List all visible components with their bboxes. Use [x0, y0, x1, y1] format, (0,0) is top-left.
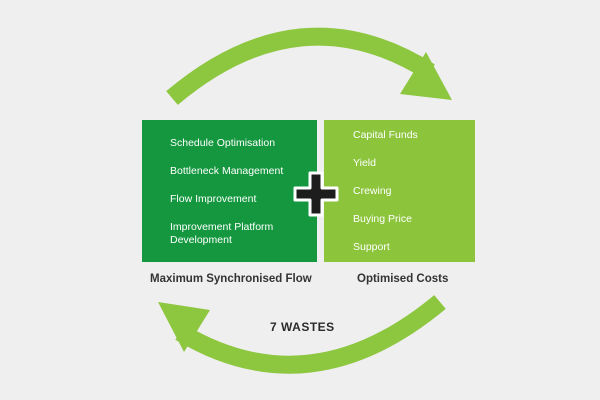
right-item: Yield: [353, 157, 376, 169]
wastes-label: 7 WASTES: [270, 320, 335, 334]
left-item: Bottleneck Management: [170, 165, 284, 177]
left-item: Improvement Platform Development: [170, 221, 274, 246]
right-item: Buying Price: [353, 213, 412, 225]
left-caption: Maximum Synchronised Flow: [150, 273, 312, 285]
left-item: Flow Improvement: [170, 193, 257, 205]
left-box: Schedule Optimisation Bottleneck Managem…: [142, 120, 317, 262]
right-item: Crewing: [353, 185, 392, 197]
arrow-cycle-top-icon: [166, 27, 452, 105]
plus-icon: [293, 171, 339, 217]
left-item: Schedule Optimisation: [170, 137, 276, 149]
right-item: Support: [353, 241, 390, 253]
right-box: Capital Funds Yield Crewing Buying Price…: [324, 120, 475, 262]
right-caption: Optimised Costs: [357, 273, 449, 285]
arrow-cycle-bottom-icon: [158, 295, 446, 374]
right-item: Capital Funds: [353, 129, 418, 141]
